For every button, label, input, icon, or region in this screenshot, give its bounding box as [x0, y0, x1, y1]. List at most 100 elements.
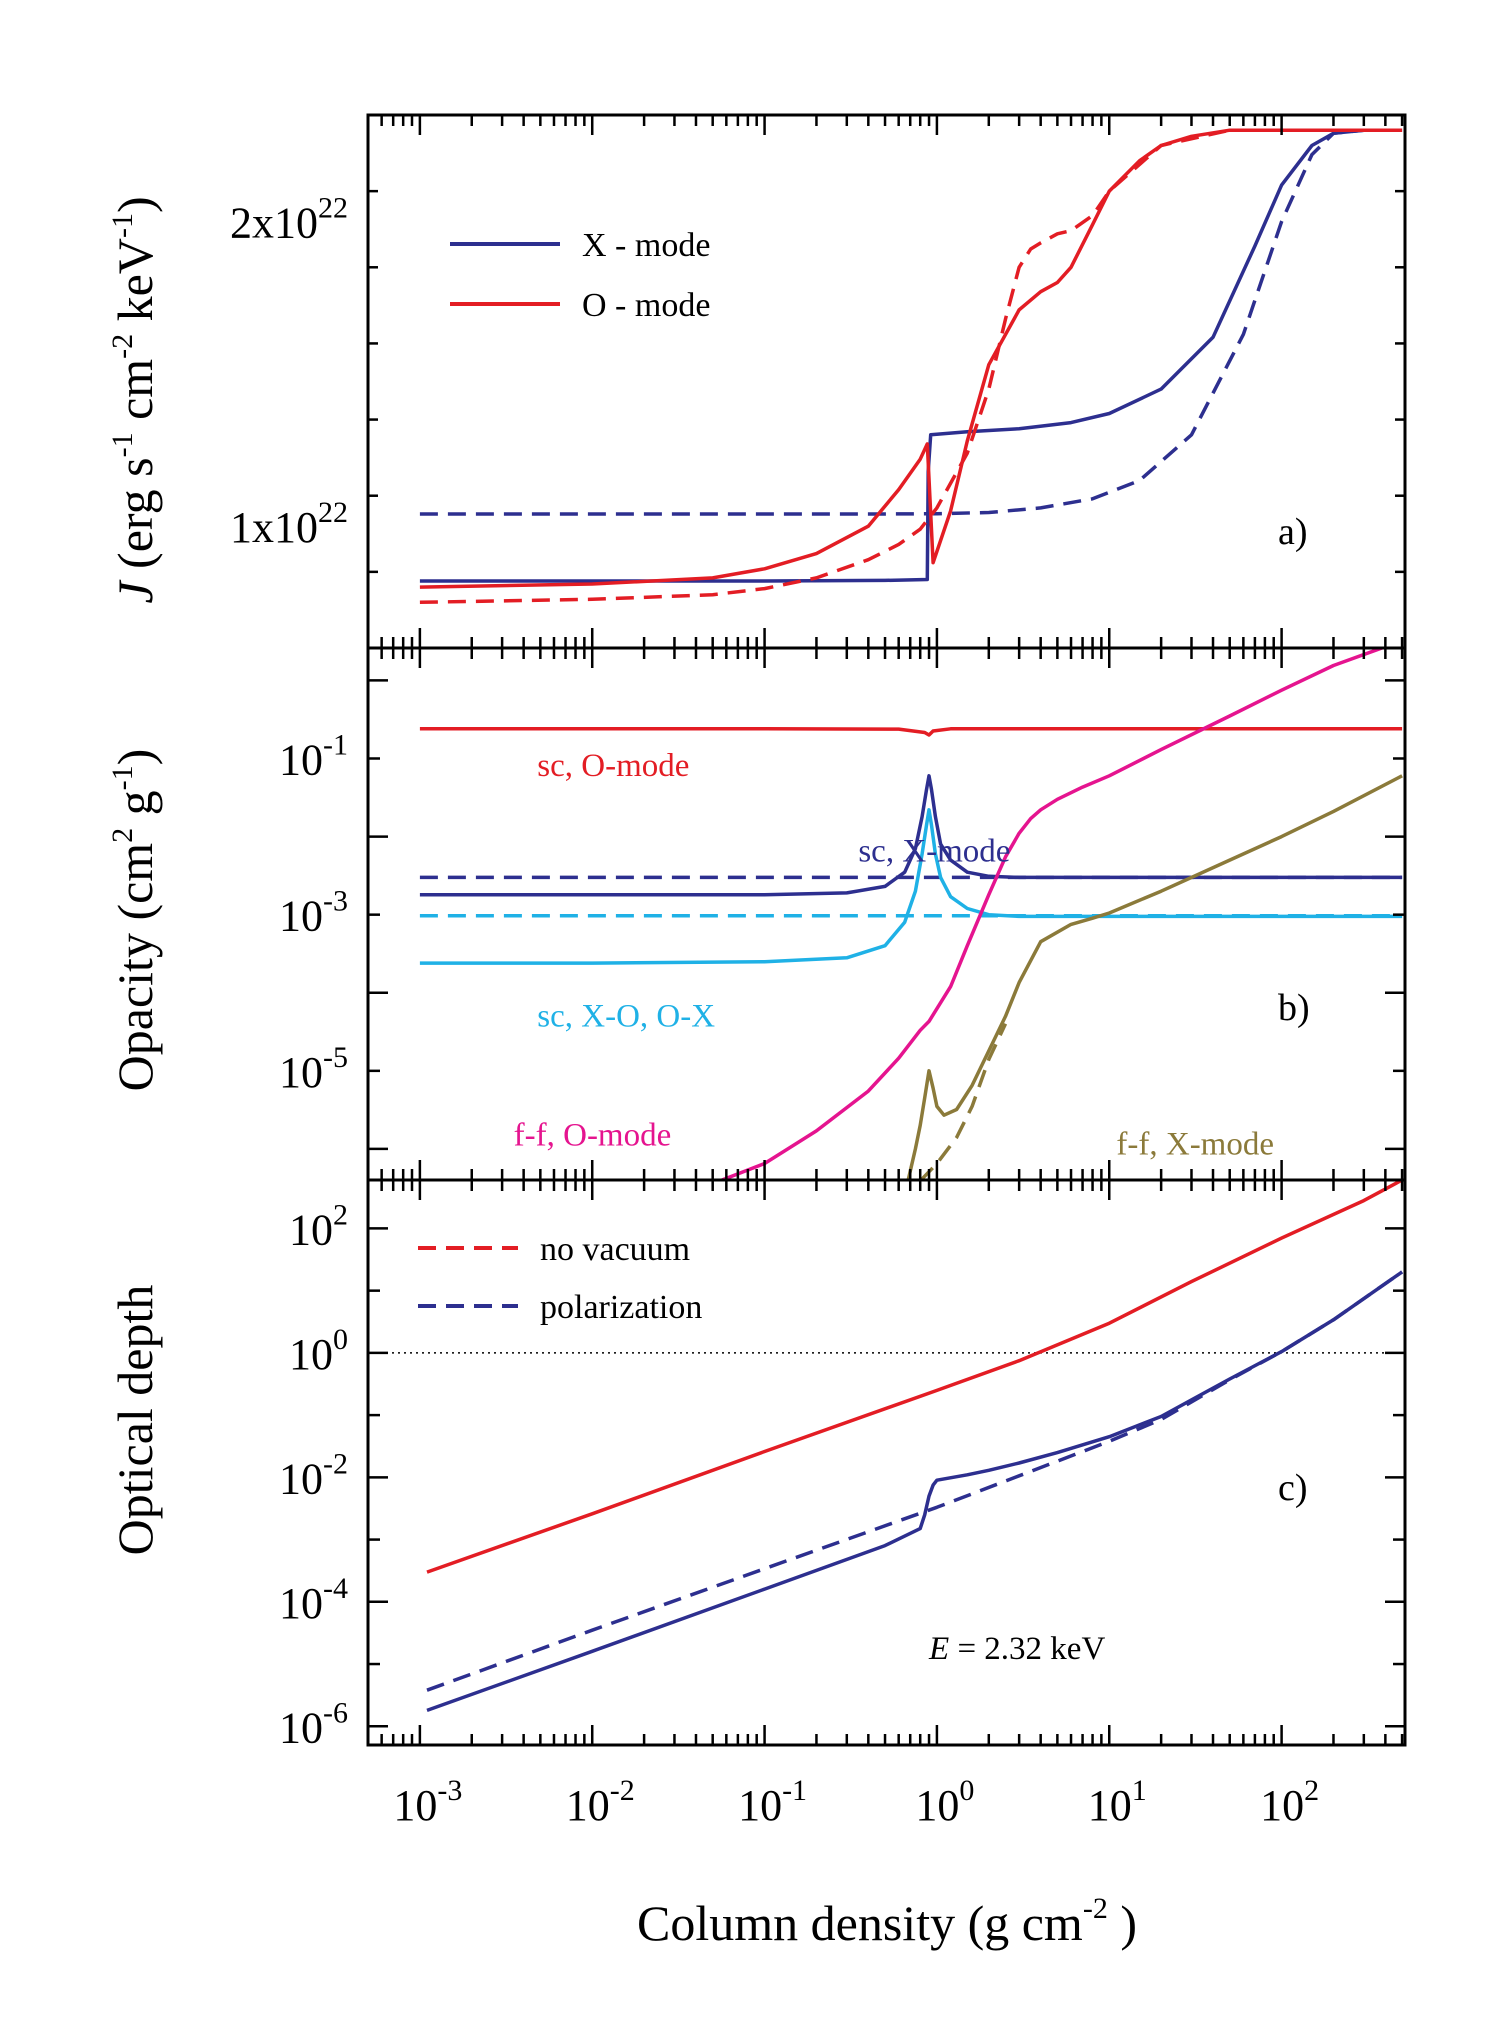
y-tick-label-exp: 0	[333, 1323, 348, 1356]
panel-a-label: a)	[1278, 511, 1308, 553]
x-tick-label-base: 10	[1088, 1781, 1132, 1830]
series-line-1	[419, 128, 1403, 516]
annotation: sc, X-mode	[858, 833, 1010, 869]
legend-panel-a: X - mode O - mode	[450, 227, 710, 324]
legend-label-no-vacuum: no vacuum	[540, 1231, 690, 1268]
annotation: f-f, O-mode	[514, 1118, 672, 1154]
y-tick-label: 10-5	[279, 1041, 348, 1097]
y-tick-label-base: 10	[279, 1703, 323, 1752]
annotation: f-f, X-mode	[1116, 1126, 1274, 1162]
panel-c-y-axis-title: Optical depth	[107, 1285, 163, 1556]
y-tick-label-base: 1x10	[230, 503, 318, 552]
y-tick-label: 10-6	[279, 1696, 348, 1752]
y-tick-label-exp: -4	[323, 1572, 348, 1605]
x-tick-label: 10-3	[393, 1774, 462, 1830]
x-tick-label: 101	[1088, 1774, 1147, 1830]
x-tick-label-exp: 1	[1132, 1774, 1147, 1807]
x-tick-label-base: 10	[393, 1781, 437, 1830]
y-title-sup: -2	[106, 334, 139, 359]
y-title-sup: -1	[106, 213, 139, 238]
y-title-sup: 2	[106, 828, 139, 843]
y-title-part: cm	[107, 359, 163, 433]
annotation: sc, O-mode	[537, 748, 689, 784]
series-line-6	[906, 774, 1403, 1180]
y-tick-label-base: 10	[279, 1579, 323, 1628]
legend-label-o-mode: O - mode	[582, 287, 710, 324]
y-title-part: )	[107, 749, 163, 766]
y-tick-label-exp: -2	[323, 1447, 348, 1480]
y-tick-label: 10-3	[279, 885, 348, 941]
y-tick-label-exp: -5	[323, 1041, 348, 1074]
y-tick-label-base: 10	[279, 1048, 323, 1097]
y-title-part: g	[107, 790, 163, 828]
annotation-italic: E	[928, 1631, 949, 1667]
series-line-7	[918, 1023, 1008, 1180]
y-tick-label-base: 10	[279, 1454, 323, 1503]
y-tick-label-base: 10	[279, 735, 323, 784]
y-title-part: keV	[107, 238, 163, 334]
panel-a-y-axis-title: J (erg s-1 cm-2 keV-1)	[106, 196, 163, 603]
annotation-text: = 2.32 keV	[949, 1631, 1105, 1667]
y-title-part: Opacity (cm	[107, 843, 163, 1092]
x-title-part: )	[1108, 1895, 1137, 1951]
y-title-sup: -1	[106, 765, 139, 790]
legend-label-polarization: polarization	[540, 1289, 702, 1326]
plot-frame	[366, 1178, 1407, 1747]
panel-b-label: b)	[1278, 987, 1310, 1029]
y-tick-label-exp: 22	[318, 192, 348, 225]
y-tick-label-base: 10	[279, 892, 323, 941]
x-tick-label-base: 10	[566, 1781, 610, 1830]
x-tick-label: 100	[915, 1774, 974, 1830]
y-tick-label-exp: 22	[318, 496, 348, 529]
x-axis-title: Column density (g cm-2 )	[637, 1892, 1137, 1951]
y-tick-label-exp: -6	[323, 1696, 348, 1729]
x-tick-label-exp: -3	[437, 1774, 462, 1807]
y-tick-label: 2x1022	[230, 192, 348, 248]
series-line-0	[419, 128, 1403, 583]
y-title-part: )	[107, 196, 163, 213]
series-line-3	[419, 128, 1403, 605]
annotation: sc, X-O, O-X	[537, 998, 715, 1034]
legend-panel-c: no vacuum polarization	[418, 1231, 702, 1326]
y-tick-label-base: 10	[289, 1330, 333, 1379]
x-tick-label: 102	[1260, 1774, 1319, 1830]
x-tick-label-base: 10	[738, 1781, 782, 1830]
x-tick-label: 10-2	[566, 1774, 635, 1830]
y-tick-label: 1x1022	[230, 496, 348, 552]
y-tick-label: 10-1	[279, 728, 348, 784]
x-tick-label-base: 10	[915, 1781, 959, 1830]
y-tick-label: 100	[289, 1323, 348, 1379]
panel-b-y-axis-title: Opacity (cm2 g-1)	[106, 749, 163, 1092]
y-tick-label-exp: -3	[323, 885, 348, 918]
y-tick-label: 10-2	[279, 1447, 348, 1503]
series-line-2	[426, 1270, 1404, 1692]
series-line-2	[419, 128, 1403, 589]
y-tick-label-exp: 2	[333, 1198, 348, 1231]
y-tick-label: 10-4	[279, 1572, 348, 1628]
x-tick-label-exp: 2	[1304, 1774, 1319, 1807]
y-tick-label: 102	[289, 1198, 348, 1254]
y-tick-label-exp: -1	[323, 728, 348, 761]
x-tick-label: 10-1	[738, 1774, 807, 1830]
x-tick-label-exp: 0	[959, 1774, 974, 1807]
y-title-italic: J	[107, 579, 163, 604]
series-line-0	[426, 1180, 1403, 1574]
x-title-part: Column density (g cm	[637, 1895, 1083, 1951]
series-line-5	[719, 648, 1386, 1180]
annotation: E = 2.32 keV	[928, 1631, 1105, 1667]
y-title-part: (erg s	[107, 457, 163, 581]
plot-frame	[366, 113, 1407, 650]
legend-label-x-mode: X - mode	[582, 227, 710, 264]
x-tick-label-base: 10	[1260, 1781, 1304, 1830]
y-tick-label-base: 10	[289, 1205, 333, 1254]
series-line-1	[426, 1270, 1404, 1713]
x-tick-label-exp: -1	[782, 1774, 807, 1807]
y-title-sup: -1	[106, 432, 139, 457]
y-tick-label-base: 2x10	[230, 199, 318, 248]
x-title-sup: -2	[1083, 1892, 1108, 1925]
x-tick-label-exp: -2	[610, 1774, 635, 1807]
